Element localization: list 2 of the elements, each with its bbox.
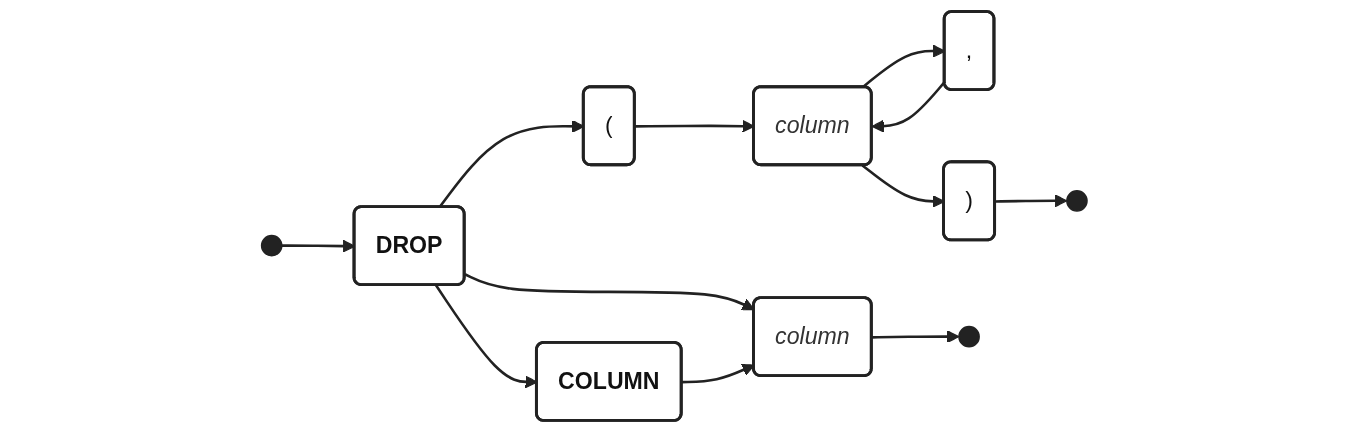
arrow — [872, 330, 960, 343]
arrow — [995, 194, 1068, 208]
